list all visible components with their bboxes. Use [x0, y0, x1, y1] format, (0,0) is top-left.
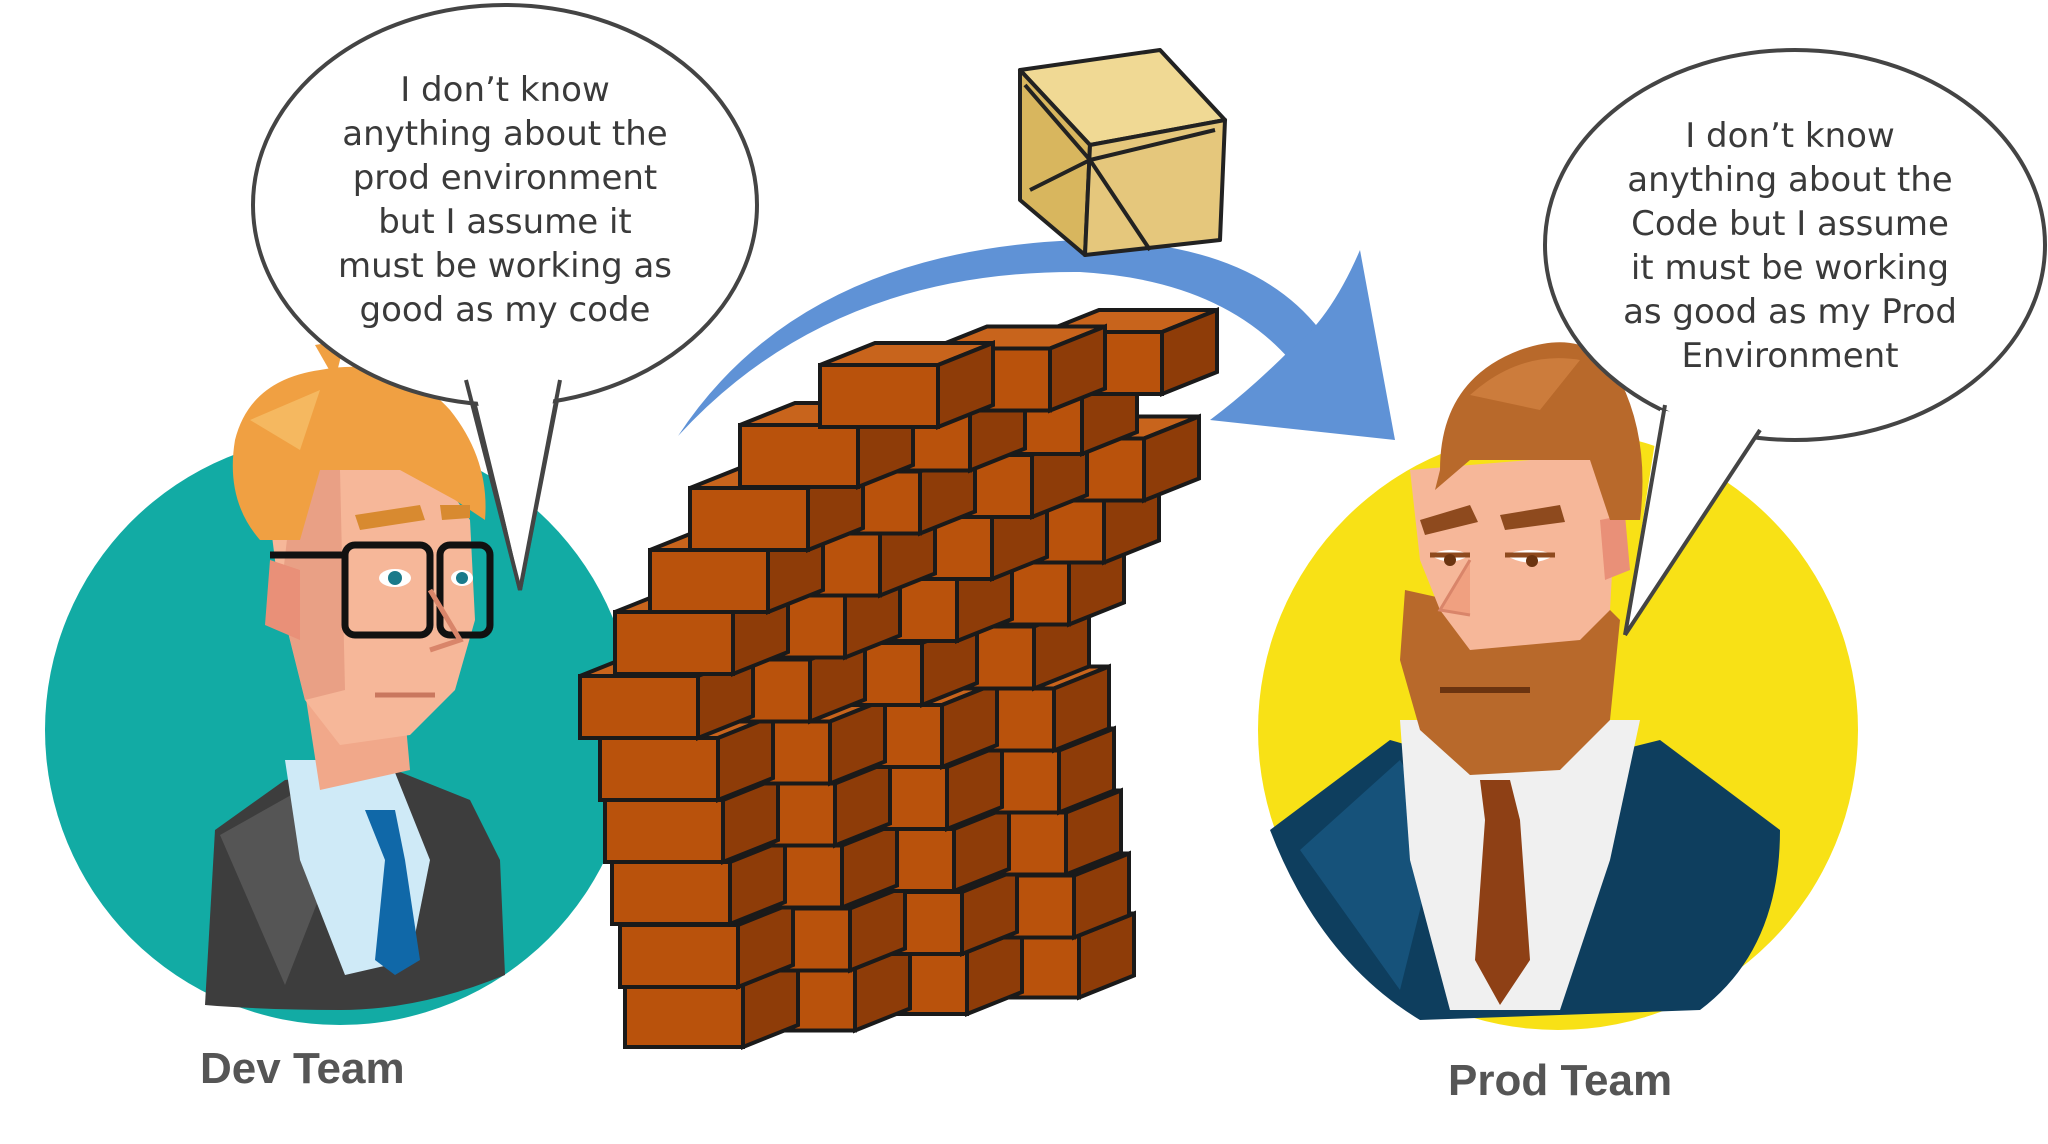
- arrow-head: [1210, 250, 1395, 440]
- brick: [688, 486, 810, 552]
- dev-bubble-line: must be working as: [337, 246, 673, 286]
- prod-person-icon: [1258, 342, 1858, 1030]
- dev-bubble-line: prod environment: [352, 158, 658, 198]
- brick: [603, 798, 725, 864]
- prod-bubble-line: Code but I assume: [1631, 204, 1949, 244]
- prod-bubble-line: anything about the: [1627, 160, 1953, 200]
- dev-speech-bubble: [251, 3, 759, 591]
- dev-bubble-line: but I assume it: [378, 202, 632, 242]
- prod-team-label: Prod Team: [1448, 1056, 1673, 1105]
- brick: [578, 674, 700, 740]
- package-icon: [1018, 48, 1227, 257]
- prod-bubble-line: I don’t know: [1685, 116, 1895, 156]
- brick: [818, 363, 940, 429]
- brick: [610, 860, 732, 926]
- dev-bubble-line: good as my code: [359, 290, 651, 330]
- prod-bubble-line: as good as my Prod: [1623, 292, 1957, 332]
- prod-bubble-line: it must be working: [1630, 248, 1950, 288]
- dev-bubble-line: I don’t know: [400, 70, 610, 110]
- dev-bubble-text: I don’t know anything about the prod env…: [300, 68, 710, 332]
- prod-bubble-line: Environment: [1681, 336, 1899, 376]
- prod-tie: [1475, 780, 1530, 1005]
- arrow-icon: [678, 240, 1395, 440]
- brick: [613, 610, 735, 676]
- brick: [738, 423, 860, 489]
- prod-speech-bubble: [1543, 48, 2047, 637]
- dev-bubble-line: anything about the: [342, 114, 668, 154]
- dev-tie: [365, 810, 420, 975]
- brick-wall-icon: [578, 307, 1219, 1050]
- brick: [623, 983, 745, 1049]
- dev-team-label: Dev Team: [200, 1044, 405, 1093]
- prod-bubble-text: I don’t know anything about the Code but…: [1580, 114, 2000, 378]
- brick: [618, 923, 740, 989]
- brick: [598, 736, 720, 802]
- brick: [648, 548, 770, 614]
- dev-person-icon: [45, 340, 635, 1025]
